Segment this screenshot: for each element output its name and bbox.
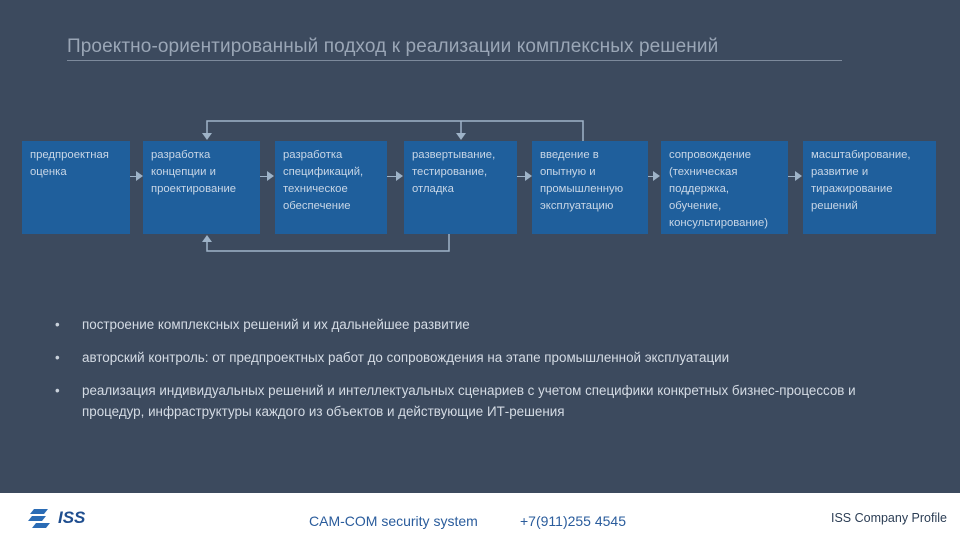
top-loop-arrowhead-1 [202,133,212,140]
iss-logo-icon [28,509,50,528]
connector-line [130,175,136,177]
step-label: разработка концепции и проектирование [151,149,237,195]
company-name: CAM-COM security system [309,513,478,529]
process-step: масштабирование, развитие и тиражировани… [803,141,936,234]
feedback-loops [202,120,584,252]
profile-label: ISS Company Profile [830,511,947,525]
step-label: предпроектная оценка [30,149,109,178]
logo-text: ISS [58,508,86,527]
bottom-loop-arrowhead [202,235,212,242]
step-label: сопровождение (техническая поддержка, об… [669,149,769,229]
process-step: предпроектная оценка [22,141,130,234]
bullet-dot: • [55,383,60,398]
bullet-item: •реализация индивидуальных решений и инт… [55,380,915,422]
bullet-dot: • [55,350,60,365]
bullet-item: •построение комплексных решений и их дал… [55,314,915,335]
bottom-loop-line [206,234,450,252]
step-label: масштабирование, развитие и тиражировани… [811,149,911,212]
connector-line [260,175,267,177]
step-label: развертывание, тестирование, отладка [412,149,496,195]
connector-line [788,175,795,177]
connector-arrow [136,171,143,181]
process-step: разработка спецификаций, техническое обе… [275,141,387,234]
slide-title: Проектно-ориентированный подход к реализ… [67,36,719,57]
process-step: сопровождение (техническая поддержка, об… [661,141,788,234]
step-label: разработка спецификаций, техническое обе… [283,149,364,212]
process-step: введение в опытную и промышленную эксплу… [532,141,648,234]
title-underline [67,60,842,61]
connector-arrow [653,171,660,181]
connector-arrow [267,171,274,181]
top-loop-arrowhead-2 [456,133,466,140]
connector-arrow [396,171,403,181]
connector-line [387,175,396,177]
slide: Проектно-ориентированный подход к реализ… [22,36,936,434]
connector-arrow [525,171,532,181]
process-step: развертывание, тестирование, отладка [404,141,517,234]
connector-line [517,175,525,177]
bullet-dot: • [55,317,60,332]
phone-number: +7(911)255 4545 [520,513,626,529]
bullet-list: •построение комплексных решений и их дал… [55,314,915,434]
footer: ISS CAM-COM security system +7(911)255 4… [0,493,960,540]
top-loop-line [206,120,584,141]
connector-arrow [795,171,802,181]
bullet-item: •авторский контроль: от предпроектных ра… [55,347,915,368]
step-label: введение в опытную и промышленную эксплу… [540,149,624,212]
connector-line [648,175,653,177]
process-step: разработка концепции и проектирование [143,141,260,234]
